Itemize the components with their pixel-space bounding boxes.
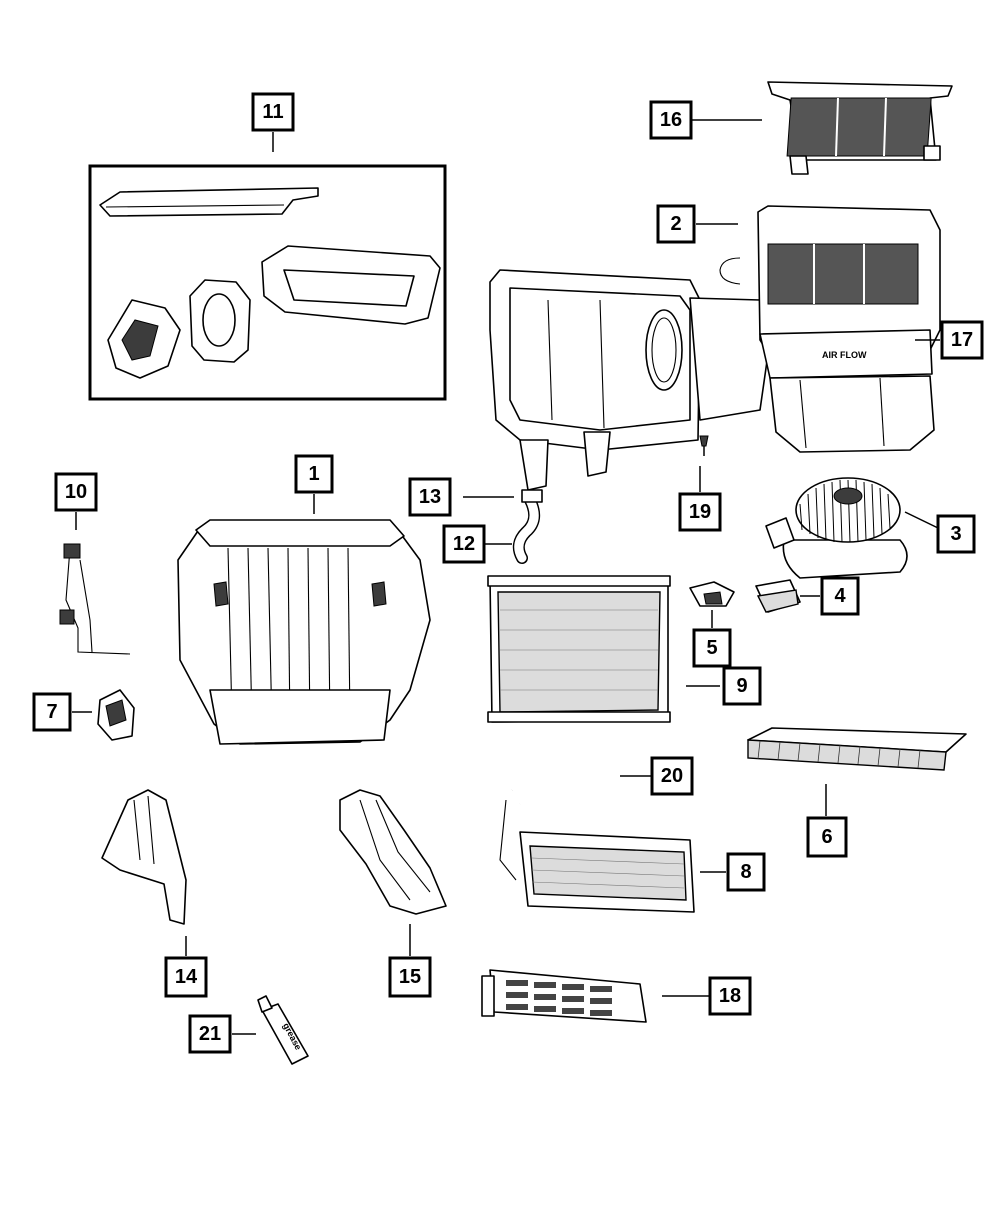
callout-12: 12	[442, 524, 486, 564]
air-flow-label: AIR FLOW	[822, 350, 867, 360]
part-6-cabin-filter	[747, 727, 967, 771]
callout-3: 3	[936, 514, 976, 554]
callout-1: 1	[294, 454, 334, 494]
svg-text:8: 8	[740, 861, 751, 883]
svg-text:12: 12	[453, 533, 475, 555]
svg-text:5: 5	[706, 637, 717, 659]
svg-text:17: 17	[951, 329, 973, 351]
svg-text:9: 9	[736, 675, 747, 697]
callout-17: 17	[940, 320, 984, 360]
callout-9: 9	[722, 666, 762, 706]
svg-text:11: 11	[262, 101, 283, 123]
svg-text:7: 7	[46, 701, 57, 723]
part-12-13-drain-hose	[512, 489, 543, 564]
callout-4: 4	[820, 576, 860, 616]
callout-8: 8	[726, 852, 766, 892]
callout-21: 21	[188, 1014, 232, 1054]
callout-20: 20	[650, 756, 694, 796]
leader-3	[904, 511, 939, 529]
svg-text:2: 2	[670, 213, 681, 235]
callout-15: 15	[388, 956, 432, 998]
part-19-screw	[699, 435, 709, 456]
svg-text:3: 3	[950, 523, 961, 545]
callout-14: 14	[164, 956, 208, 998]
svg-text:10: 10	[65, 481, 87, 503]
part-14-duct	[101, 789, 187, 925]
part-1-hvac-lower-housing	[177, 519, 431, 745]
part-15-duct	[339, 789, 447, 915]
callout-10: 10	[54, 472, 98, 512]
part-5-connector	[689, 581, 735, 607]
svg-text:15: 15	[399, 966, 421, 988]
part-8-heater-core	[499, 799, 695, 913]
svg-text:21: 21	[199, 1023, 221, 1045]
svg-text:16: 16	[660, 109, 682, 131]
callout-13: 13	[408, 477, 452, 517]
part-3-blower-motor	[765, 477, 908, 579]
part-4-resistor	[755, 579, 801, 613]
part-20-heater-tubes	[508, 769, 625, 808]
part-10-temp-sensor	[59, 543, 131, 655]
svg-text:18: 18	[719, 985, 741, 1007]
part-16-filter-door	[767, 81, 953, 175]
part-11-seal-kit	[88, 164, 447, 401]
callout-18: 18	[708, 976, 752, 1016]
part-2-hvac-housing: AIR FLOW	[489, 205, 941, 491]
part-9-evaporator	[487, 575, 671, 723]
callout-6: 6	[806, 816, 848, 858]
callout-5: 5	[692, 628, 732, 668]
svg-text:13: 13	[419, 486, 441, 508]
callout-11: 11	[251, 92, 295, 132]
part-18-ptc-heater	[481, 969, 647, 1023]
part-7-actuator	[97, 689, 135, 741]
svg-text:20: 20	[661, 765, 683, 787]
svg-text:14: 14	[175, 966, 198, 988]
callout-19: 19	[678, 492, 722, 532]
callout-2: 2	[656, 204, 696, 244]
svg-text:19: 19	[689, 501, 711, 523]
svg-text:1: 1	[308, 463, 319, 485]
svg-text:6: 6	[821, 826, 832, 848]
callout-7: 7	[32, 692, 72, 732]
part-21-grease-tube: grease	[257, 995, 309, 1065]
svg-text:4: 4	[834, 585, 846, 607]
callout-16: 16	[649, 100, 693, 140]
